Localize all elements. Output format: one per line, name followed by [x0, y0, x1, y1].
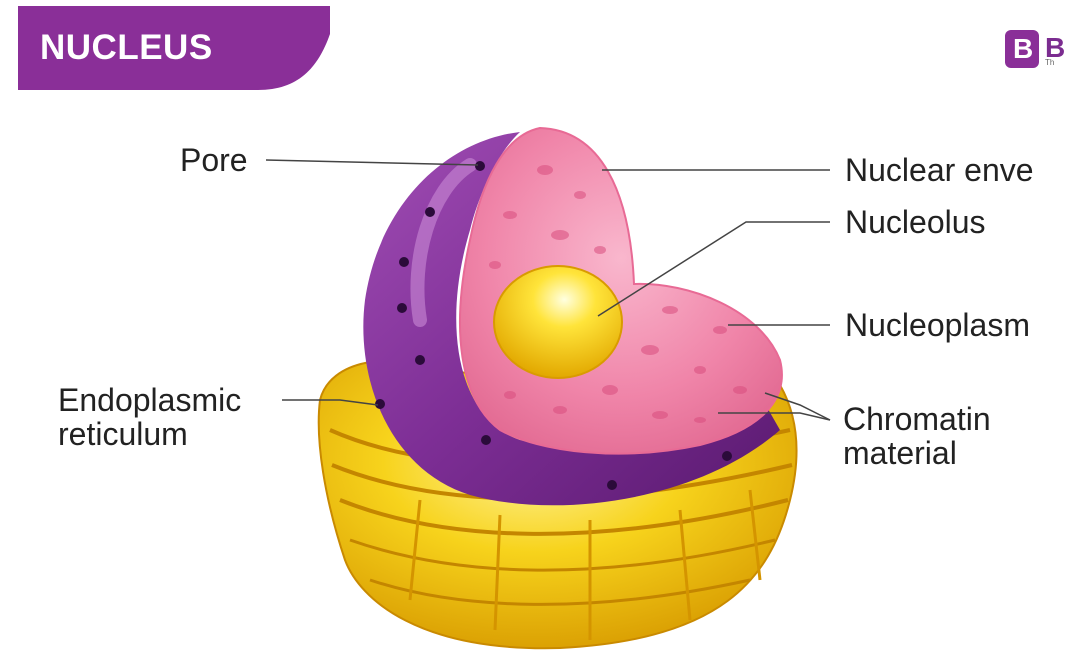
nucleolus-shape [494, 266, 622, 378]
label-pore: Pore [180, 143, 248, 177]
label-nuclear-envelope: Nuclear enve [845, 153, 1034, 187]
label-nucleolus: Nucleolus [845, 205, 986, 239]
label-chromatin-material: Chromatin material [843, 402, 991, 470]
label-endoplasmic-reticulum: Endoplasmic reticulum [58, 383, 241, 451]
label-nucleoplasm: Nucleoplasm [845, 308, 1030, 342]
